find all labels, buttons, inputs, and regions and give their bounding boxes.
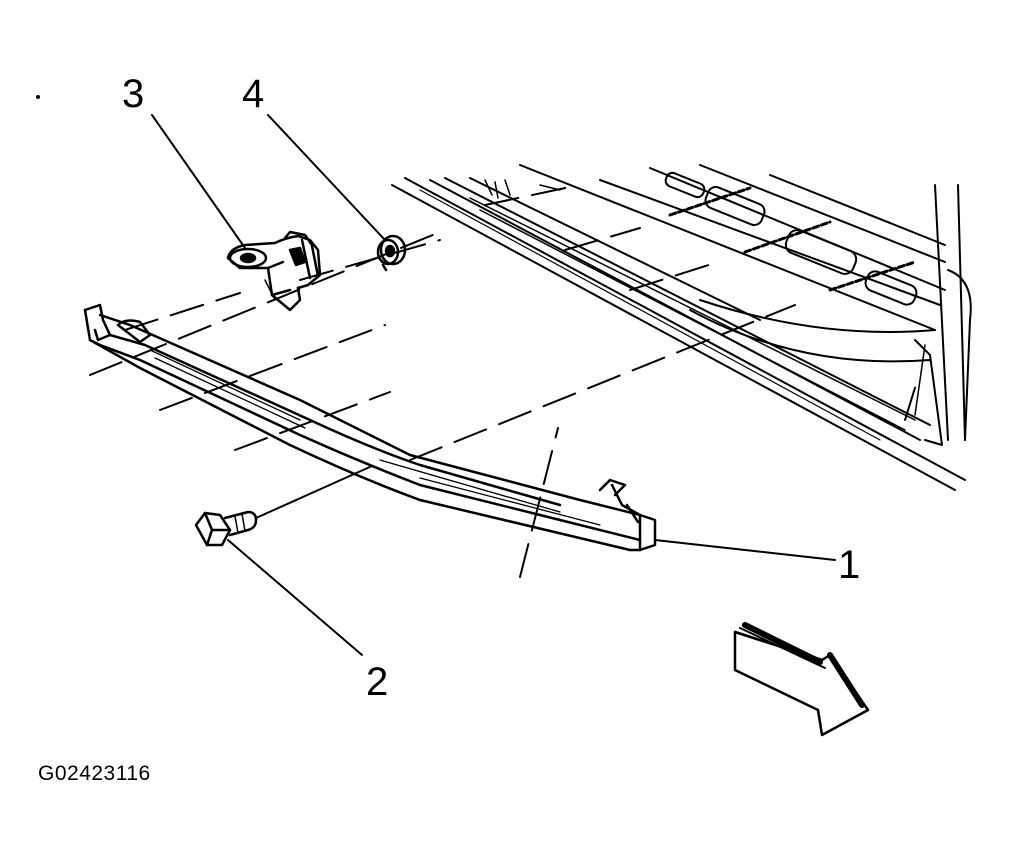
stray-dot: [37, 96, 39, 98]
front-direction-arrow-icon: [735, 625, 868, 735]
callout-label-1: 1: [838, 543, 861, 587]
vehicle-floor-panel: [392, 165, 971, 490]
figure-id: G02423116: [38, 762, 151, 785]
nut-part-4: [378, 236, 405, 270]
callout-label-2: 2: [366, 660, 389, 704]
mount-bracket-part-3: [228, 232, 320, 310]
callout-label-4: 4: [242, 72, 265, 116]
bolt-part-2: [196, 512, 256, 545]
step-rail-part-1: [85, 305, 655, 550]
leader-lines: [152, 115, 835, 655]
alignment-lines: [90, 187, 918, 577]
callout-label-3: 3: [122, 72, 145, 116]
